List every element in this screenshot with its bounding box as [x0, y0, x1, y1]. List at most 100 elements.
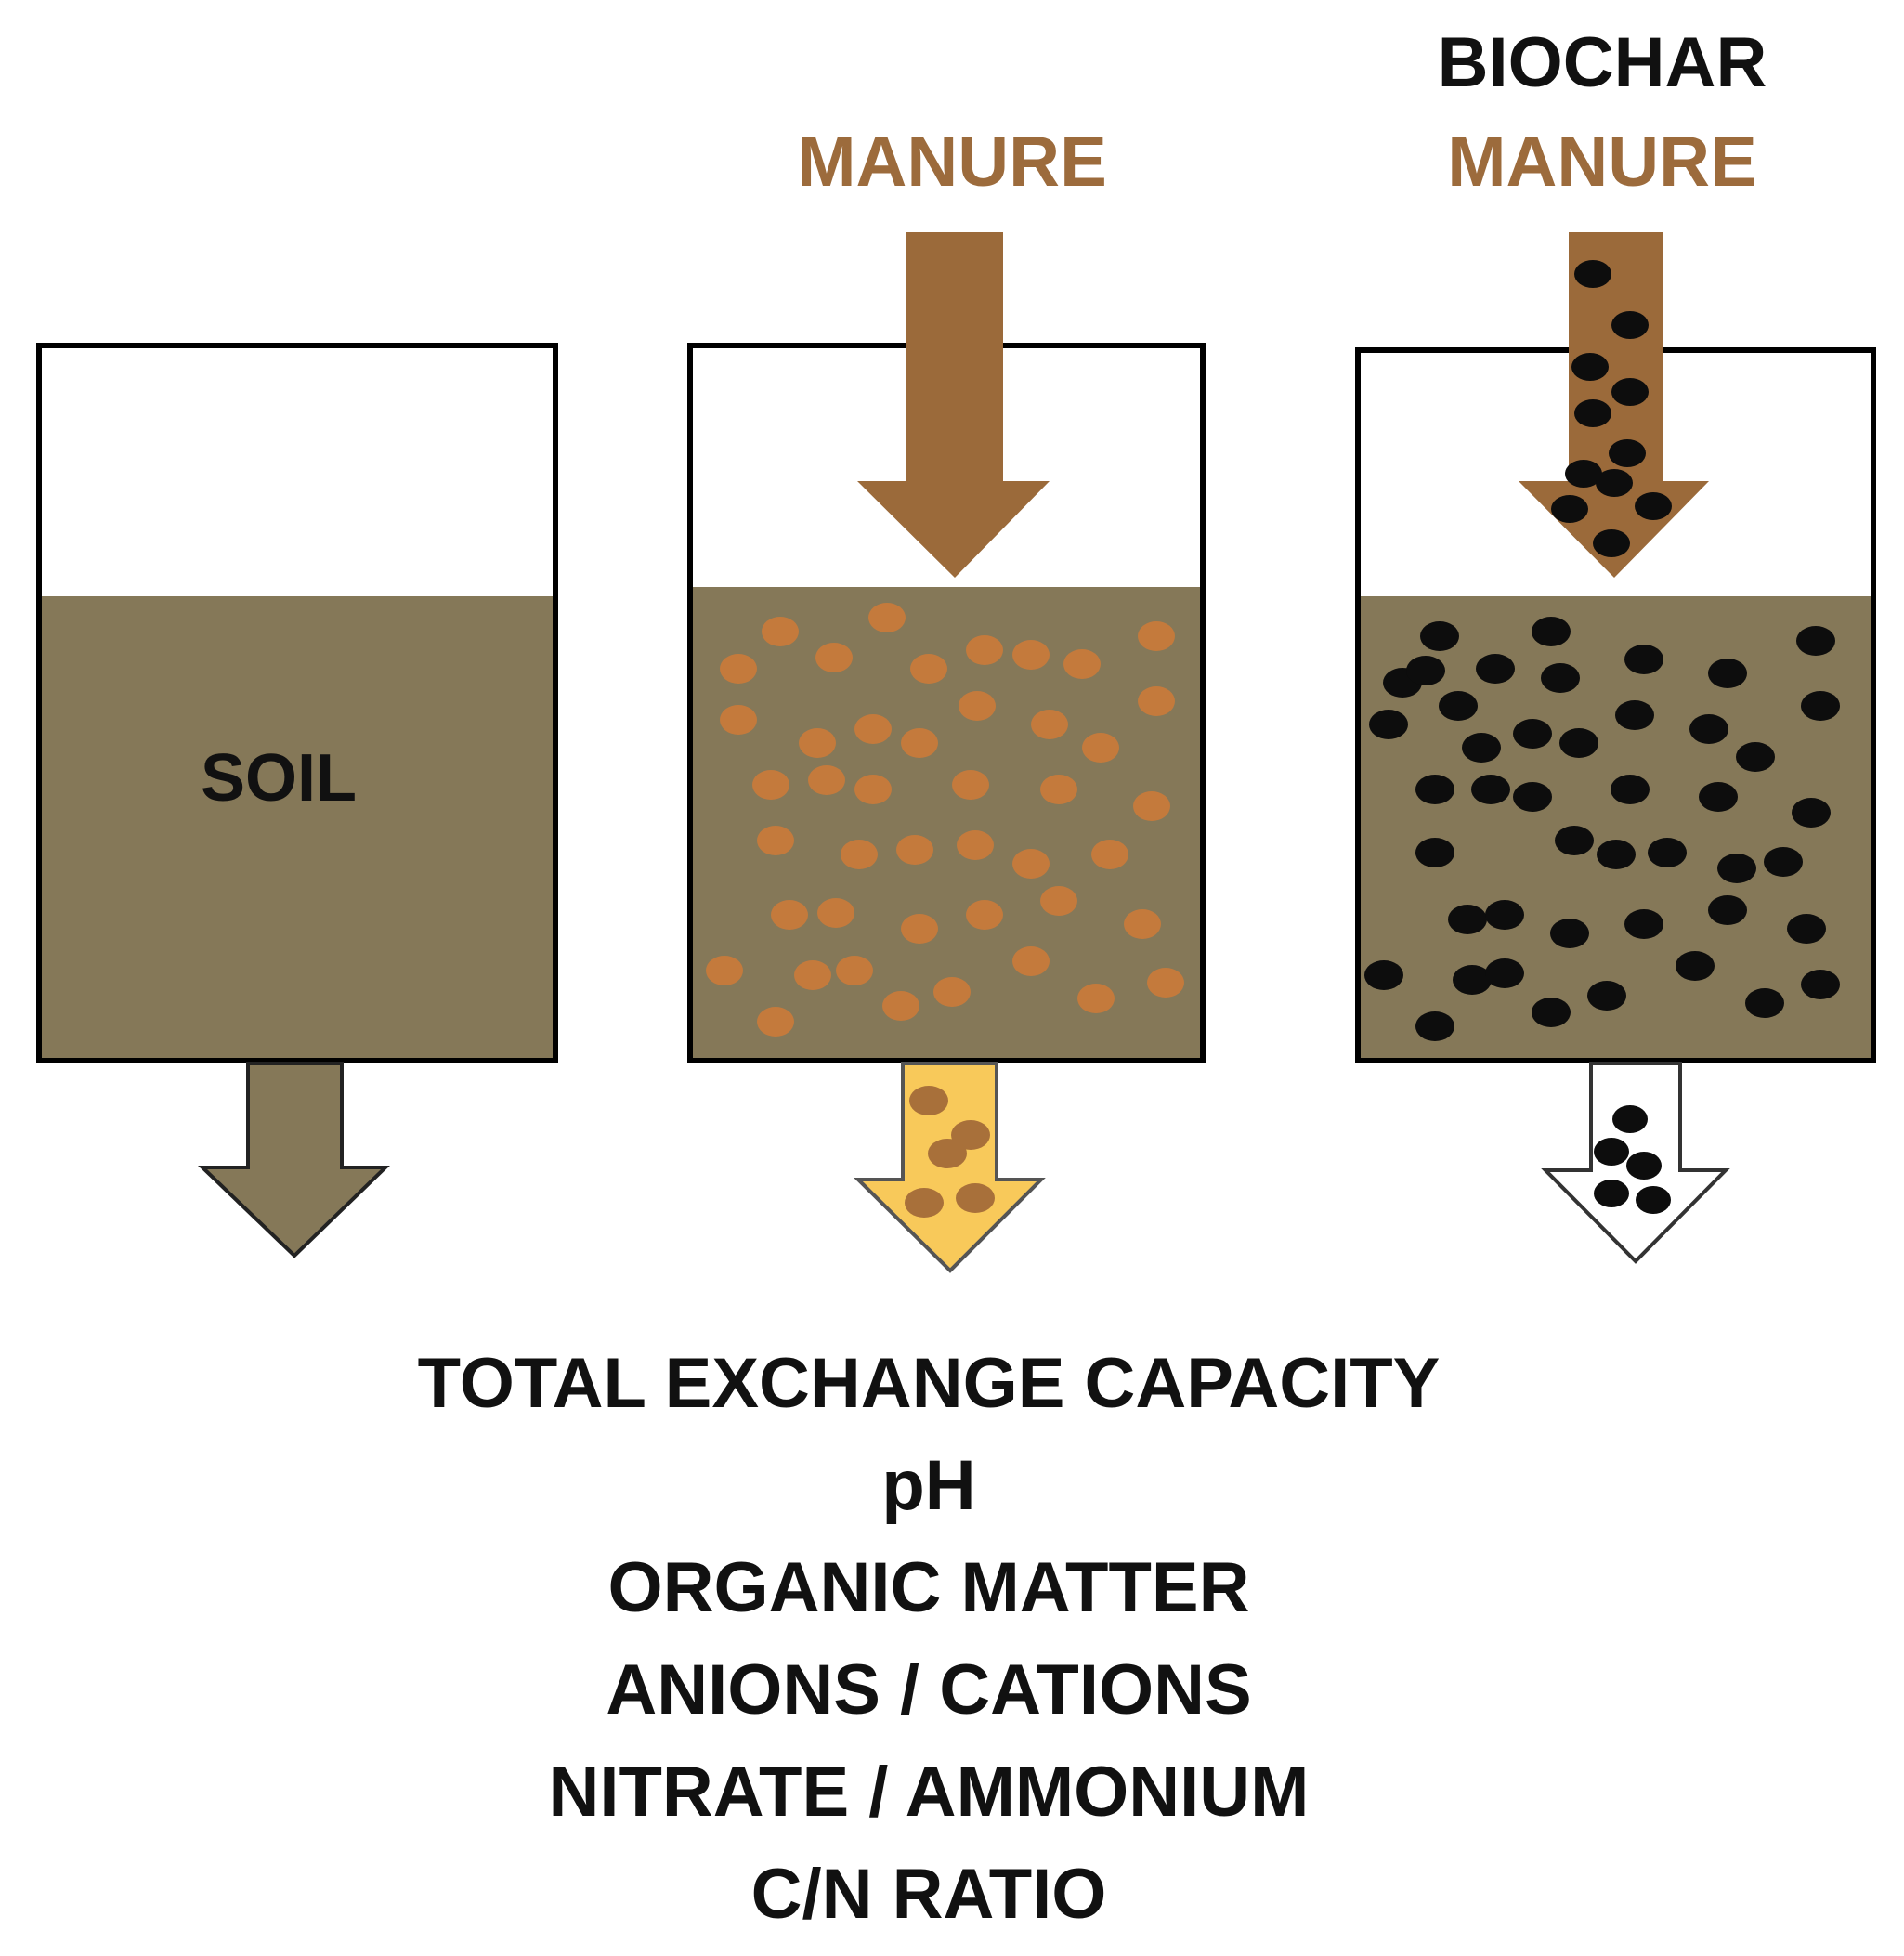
biochar-particle — [1453, 965, 1492, 995]
biochar-particle — [1439, 691, 1478, 721]
manure-particle — [959, 691, 996, 721]
biochar-particle — [1571, 353, 1609, 381]
biochar-particle — [1676, 951, 1715, 981]
manure-particle — [1031, 710, 1068, 739]
biochar-particle — [1611, 311, 1649, 339]
biochar-particle — [1462, 733, 1501, 763]
leachate-particle — [951, 1120, 990, 1150]
manure-leachate-particles — [905, 1086, 995, 1218]
soil-leaching-arrow — [198, 1062, 390, 1258]
leachate-particle — [1612, 1105, 1648, 1133]
biochar-particle — [1420, 621, 1459, 651]
biochar-particle — [1736, 742, 1775, 772]
biochar-particle — [1597, 840, 1636, 869]
biochar-particle — [1369, 710, 1408, 739]
biochar-particle — [1699, 782, 1738, 812]
leachate-particle — [1636, 1186, 1671, 1214]
biochar-particle — [1708, 895, 1747, 925]
biochar-particle — [1364, 960, 1403, 990]
biochar-particle — [1796, 626, 1835, 656]
biochar-input-label: BIOCHAR — [1438, 23, 1767, 102]
manure-particle — [901, 914, 938, 944]
biochar-particle — [1615, 700, 1654, 730]
manure-particle — [706, 956, 743, 985]
biochar-particle — [1648, 838, 1687, 867]
soil-label: SOIL — [201, 741, 357, 815]
manure-particle — [836, 956, 873, 985]
leachate-particle — [1594, 1180, 1629, 1207]
biochar-particle — [1593, 529, 1630, 557]
property-nitrate-ammonium: NITRATE / AMMONIUM — [548, 1753, 1310, 1832]
property-cn-ratio: C/N RATIO — [750, 1855, 1107, 1934]
biochar-soil-fill — [1361, 596, 1871, 1058]
manure-input-label: MANURE — [797, 123, 1107, 202]
biochar-particle — [1624, 909, 1663, 939]
leachate-particle — [928, 1139, 967, 1168]
biochar-particle — [1708, 659, 1747, 688]
biochar-particle — [1448, 905, 1487, 934]
biochar-particle — [1555, 826, 1594, 855]
manure-particle — [1133, 791, 1170, 821]
biochar-manure-column: BIOCHAR MANURE — [1355, 23, 1876, 1264]
manure-particle — [1012, 640, 1050, 670]
manure-particle — [882, 991, 919, 1021]
manure-particles — [706, 603, 1184, 1037]
biochar-particle — [1551, 495, 1588, 523]
manure-particle — [794, 960, 831, 990]
manure-particle — [966, 635, 1003, 665]
manure-column: MANURE — [687, 123, 1206, 1273]
biochar-particle — [1513, 719, 1552, 749]
manure-particle — [817, 898, 854, 928]
manure-particle — [933, 977, 971, 1007]
manure-particle — [720, 705, 757, 735]
manure-particle — [752, 770, 789, 800]
manure-particle — [1082, 733, 1119, 763]
biochar-particle — [1689, 714, 1728, 744]
biochar-particle — [1635, 492, 1672, 520]
biochar-particles — [1364, 617, 1840, 1041]
manure-particle — [854, 714, 892, 744]
leachate-particle — [905, 1188, 944, 1218]
biochar-particle — [1717, 854, 1756, 883]
soil-fill — [42, 596, 553, 1058]
manure-particle — [966, 900, 1003, 930]
biochar-particle — [1801, 970, 1840, 999]
property-anions-cations: ANIONS / CATIONS — [606, 1650, 1252, 1729]
manure-particle — [952, 770, 989, 800]
manure-particle — [1012, 849, 1050, 879]
manure-particle — [1077, 984, 1115, 1013]
manure-particle — [808, 765, 845, 795]
biochar-particle — [1471, 775, 1510, 804]
biochar-particle — [1406, 656, 1445, 685]
leachate-particle — [1594, 1138, 1629, 1166]
manure-particle — [1124, 909, 1161, 939]
manure-particle — [771, 900, 808, 930]
biochar-particle — [1550, 919, 1589, 948]
manure-particle — [1040, 775, 1077, 804]
biochar-leachate-particles — [1594, 1105, 1671, 1214]
manure-input-arrow — [857, 232, 1050, 578]
soil-property-list: TOTAL EXCHANGE CAPACITY pH ORGANIC MATTE… — [0, 1333, 1858, 1946]
biochar-particle — [1801, 691, 1840, 721]
biochar-particle — [1485, 958, 1524, 988]
manure-particle — [957, 830, 994, 860]
biochar-particle — [1574, 399, 1611, 427]
property-total-exchange-capacity: TOTAL EXCHANGE CAPACITY — [417, 1344, 1441, 1423]
leachate-particle — [909, 1086, 948, 1115]
biochar-particle — [1415, 775, 1454, 804]
biochar-particle — [1476, 654, 1515, 684]
biochar-particle — [1565, 460, 1602, 488]
manure-particle — [854, 775, 892, 804]
biochar-particle — [1532, 617, 1571, 646]
manure-particle — [1138, 686, 1175, 716]
manure-particle — [815, 643, 853, 672]
biochar-particle — [1559, 728, 1598, 758]
biochar-particle — [1541, 663, 1580, 693]
manure-particle — [799, 728, 836, 758]
manure-particle — [1063, 649, 1101, 679]
biochar-particle — [1485, 900, 1524, 930]
manure-particle — [757, 1007, 794, 1037]
property-organic-matter: ORGANIC MATTER — [607, 1548, 1250, 1627]
biochar-particle — [1596, 469, 1633, 497]
